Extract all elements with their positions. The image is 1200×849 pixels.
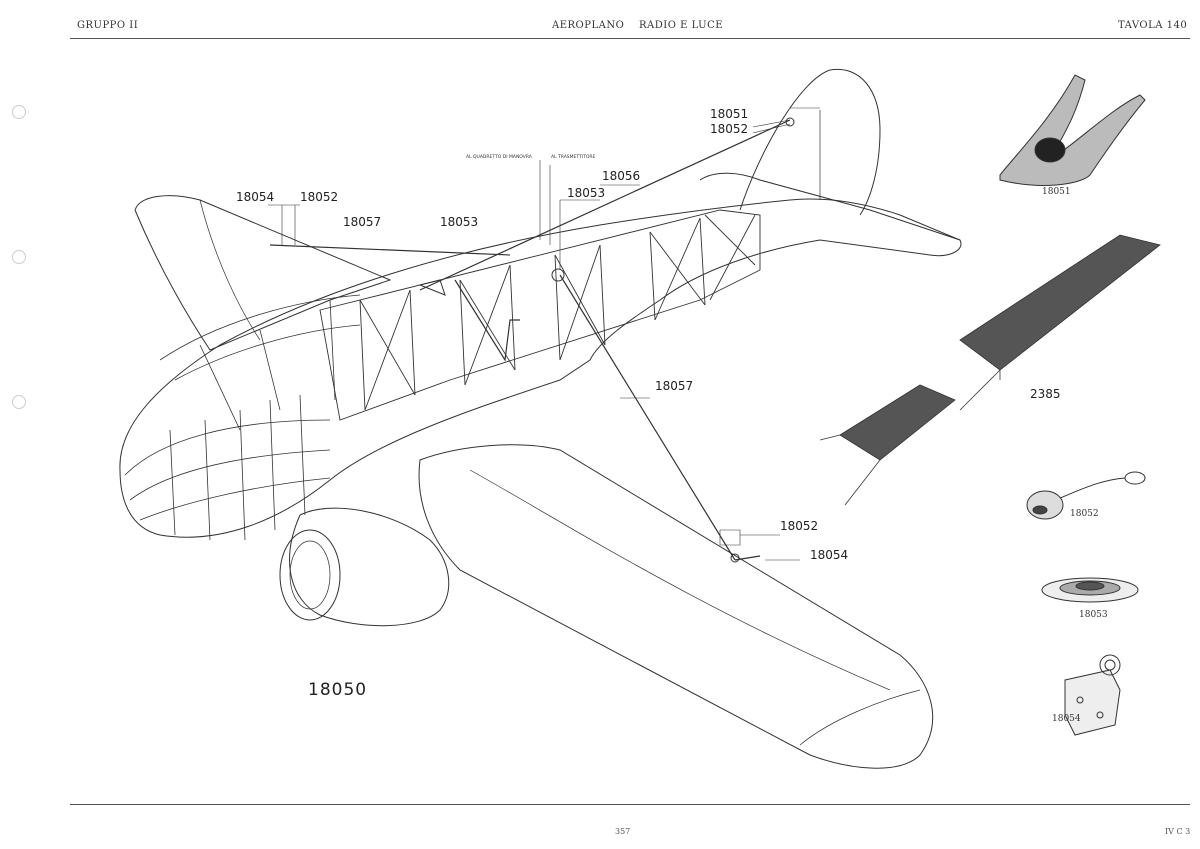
engine-intake (279, 529, 341, 621)
detail-label-2385: 2385 (1030, 387, 1061, 401)
callout-18054-right: 18054 (810, 548, 848, 562)
header-group: GRUPPO II (77, 20, 139, 31)
callout-18052-left: 18052 (300, 190, 338, 204)
header-title: AEROPLANO RADIO E LUCE (552, 20, 724, 31)
callout-note-quadretto: AL QUADRETTO DI MANOVRA (466, 154, 533, 160)
callout-18054-left: 18054 (236, 190, 274, 204)
leader-lines (268, 107, 820, 561)
binder-hole (12, 250, 26, 264)
detail-18054 (1064, 654, 1121, 736)
callout-18052-top: 18052 (710, 122, 748, 136)
fuselage-truss (319, 209, 761, 421)
detail-label-18053: 18053 (1079, 610, 1108, 620)
fuselage-outline (119, 198, 962, 538)
detail-18053 (1041, 577, 1139, 603)
engine-nacelle (289, 507, 450, 627)
fairlead-tail (785, 117, 795, 127)
callout-18056: 18056 (602, 169, 640, 183)
antenna-wires (269, 119, 791, 561)
tail-fin (739, 68, 881, 216)
horizontal-stabilizer (699, 172, 961, 241)
callout-note-trasmettitore: AL TRASMETTITORE (551, 154, 596, 160)
footer-page-number: 357 (615, 827, 631, 836)
footer-code: IV C 3 (1165, 827, 1191, 836)
nose-structure (124, 294, 361, 541)
binder-hole (12, 105, 26, 119)
binder-hole (12, 395, 26, 409)
header-plate: TAVOLA 140 (1118, 20, 1188, 31)
detail-18052 (1026, 471, 1146, 520)
callout-18051-top: 18051 (710, 107, 748, 121)
detail-label-18052: 18052 (1070, 509, 1099, 519)
fairlead (551, 268, 565, 282)
drawing-frame (70, 38, 1190, 805)
detail-18051 (999, 74, 1146, 186)
callout-18052-right: 18052 (780, 519, 818, 533)
main-part-number: 18050 (308, 680, 367, 700)
right-wing (418, 444, 934, 769)
callout-18057-mid: 18057 (655, 379, 693, 393)
detail-2385 (819, 234, 1161, 506)
left-wing (134, 195, 392, 351)
callout-18057-left: 18057 (343, 215, 381, 229)
callout-18053-left: 18053 (440, 215, 478, 229)
detail-label-18054: 18054 (1052, 714, 1081, 724)
detail-label-18051: 18051 (1042, 187, 1071, 197)
callout-18053-mid: 18053 (567, 186, 605, 200)
